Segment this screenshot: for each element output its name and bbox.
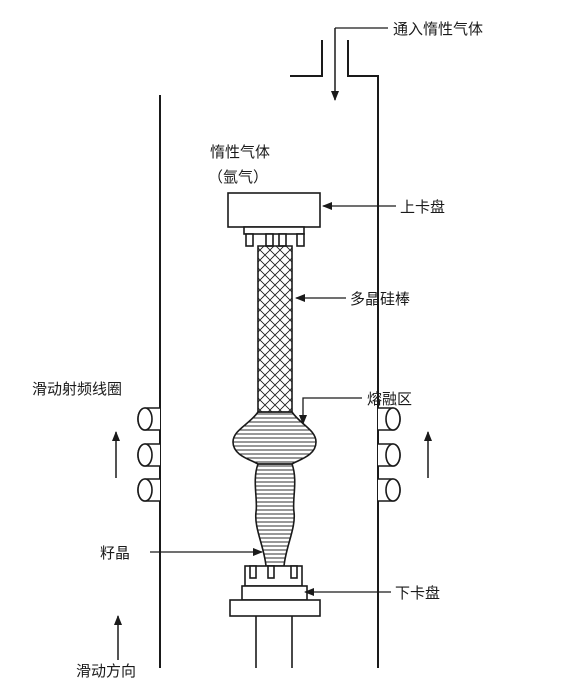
- seed-crystal-label: 籽晶: [100, 544, 130, 562]
- molten-zone-label: 熔融区: [367, 390, 412, 408]
- upper-chuck: [227, 192, 321, 247]
- sliding-direction-label: 滑动方向: [76, 662, 136, 680]
- left-rf-coil: [137, 407, 160, 502]
- argon-label: （氩气）: [208, 168, 268, 186]
- right-chamber-wall: [347, 40, 379, 668]
- inert-gas-label: 惰性气体: [210, 143, 270, 161]
- lower-chuck: [229, 565, 321, 668]
- upper-chuck-label: 上卡盘: [400, 198, 445, 216]
- inert-gas-inlet-label: 通入惰性气体: [393, 20, 483, 38]
- polysilicon-rod-label: 多晶硅棒: [350, 290, 410, 308]
- chamber-walls: [159, 40, 379, 668]
- right-rf-coil: [378, 407, 401, 502]
- lower-chuck-label: 下卡盘: [395, 584, 440, 602]
- single-crystal-section: [254, 463, 296, 567]
- molten-zone-callout: [299, 397, 362, 425]
- polysilicon-rod: [257, 245, 293, 413]
- gas-inlet-left-wall: [290, 40, 323, 77]
- rf-coil-label: 滑动射频线圈: [32, 380, 122, 398]
